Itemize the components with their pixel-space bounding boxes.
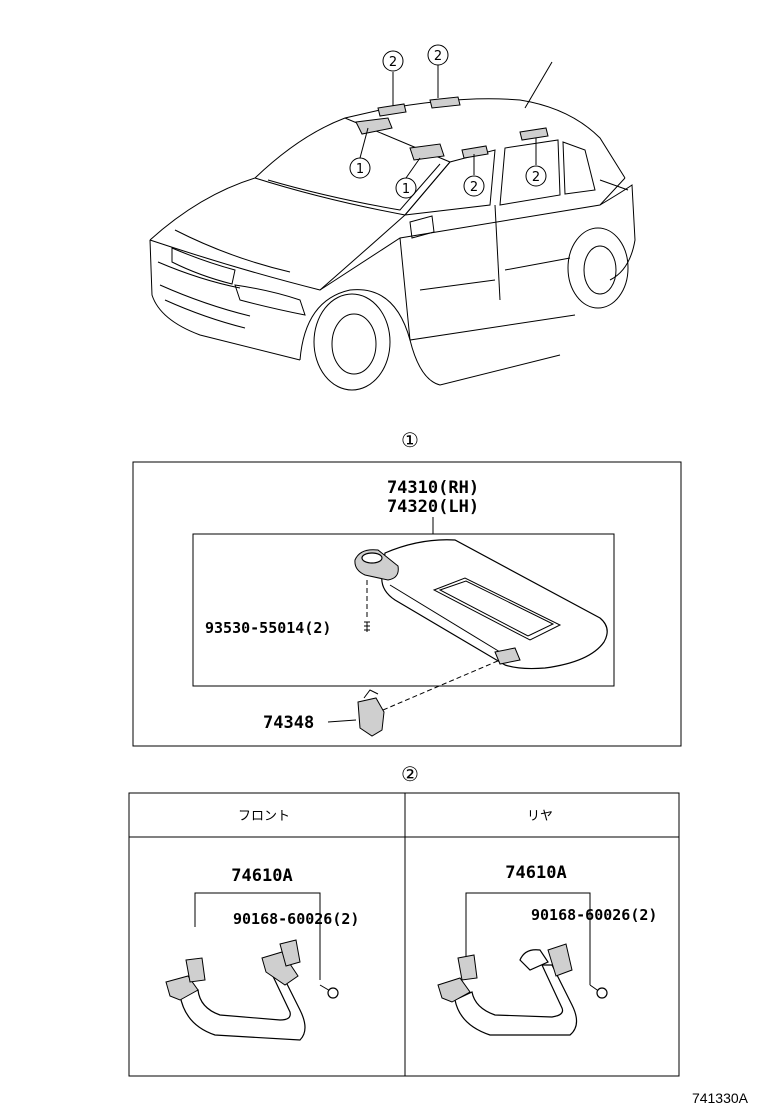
svg-text:1: 1 — [356, 162, 364, 177]
rear-part-leader — [465, 892, 591, 985]
rear-assist-grip-illustration — [437, 943, 608, 1036]
front-assist-grip-illustration — [165, 939, 339, 1041]
holder-label-leader — [327, 719, 357, 723]
svg-text:2: 2 — [470, 180, 478, 195]
front-part-leader — [194, 892, 321, 980]
part-lh-label: 74320(LH) — [387, 497, 479, 517]
holder-icon — [357, 689, 385, 737]
car-callout-3: 1 — [349, 157, 371, 179]
car-callout-2: 2 — [427, 44, 449, 66]
svg-text:2: 2 — [434, 49, 442, 64]
holder-leader — [382, 659, 501, 711]
car-callout-4: 1 — [395, 177, 417, 199]
svg-text:2: 2 — [532, 170, 540, 185]
section2-table — [128, 792, 680, 1077]
svg-text:2: 2 — [389, 55, 397, 70]
sun-visor-illustration — [354, 539, 608, 670]
section1-frame — [132, 461, 682, 747]
car-illustration — [149, 61, 636, 391]
car-callout-6: 2 — [525, 165, 547, 187]
front-screw-label: 90168-60026(2) — [233, 910, 359, 928]
holder-label: 74348 — [263, 713, 314, 733]
rear-screw-label: 90168-60026(2) — [531, 906, 657, 924]
screw-icon — [364, 621, 370, 632]
front-part-label: 74610A — [231, 866, 292, 886]
section1-inner-frame — [192, 533, 615, 687]
section2-marker: ② — [401, 762, 419, 786]
car-callout-5: 2 — [463, 175, 485, 197]
section1-marker: ① — [401, 428, 419, 452]
front-column-header: フロント — [238, 809, 290, 824]
rear-part-label: 74610A — [505, 863, 566, 883]
rear-column-header: リヤ — [527, 809, 553, 824]
part-rh-label: 74310(RH) — [387, 478, 479, 498]
car-callout-1: 2 — [382, 50, 404, 72]
figure-code: 741330A — [692, 1090, 749, 1106]
svg-text:1: 1 — [402, 182, 410, 197]
screw-label: 93530-55014(2) — [205, 619, 331, 637]
